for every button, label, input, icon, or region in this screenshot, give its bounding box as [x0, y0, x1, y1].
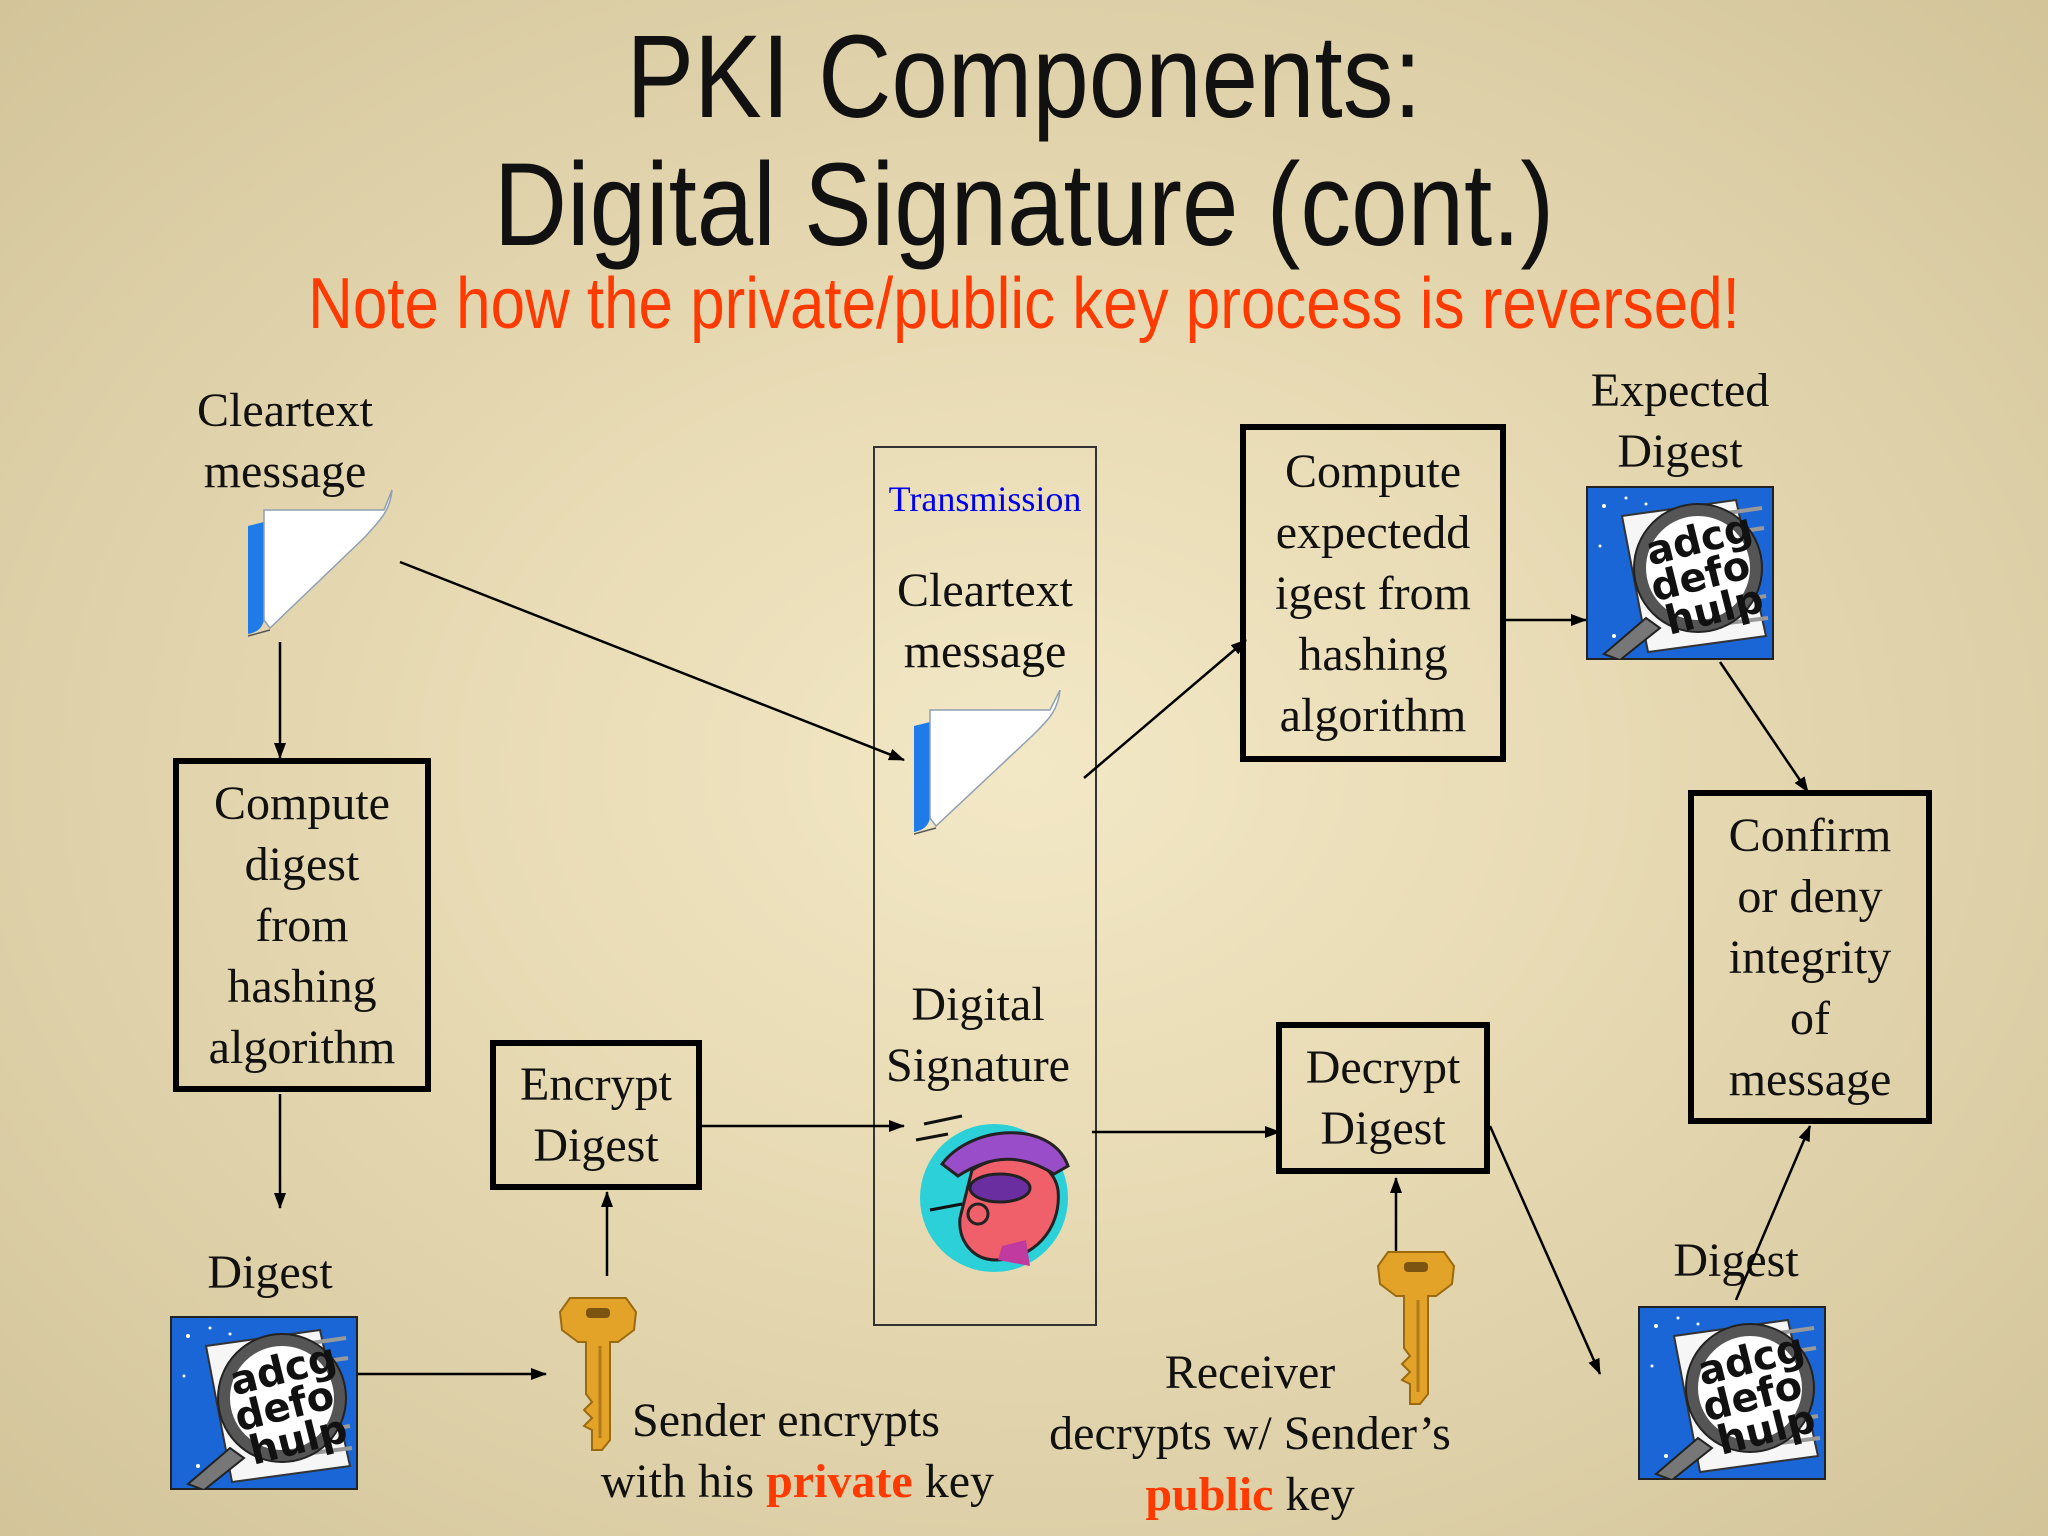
compute-expected-line: Compute [1285, 444, 1461, 498]
sender-digest-label: Digest [207, 1246, 333, 1299]
compute-digest-line: hashing [227, 959, 377, 1013]
confirm-integrity-line: Confirm [1728, 808, 1892, 862]
key-icon [1376, 1251, 1456, 1405]
confirm-integrity-line: or deny [1737, 869, 1883, 923]
decrypt-digest-line: Digest [1320, 1102, 1446, 1155]
digital-signature-line2: Signature [886, 1039, 1070, 1092]
key-icon [558, 1297, 638, 1451]
confirm-integrity-line: of [1790, 991, 1830, 1045]
slide-subtitle: Note how the private/public key process … [308, 264, 1740, 344]
receiver-key-caption: Receiver decrypts w/ Sender’s public key [1000, 1342, 1500, 1525]
transmission-cleartext-line1: Cleartext [897, 564, 1073, 617]
sender-key-caption-text: with his [600, 1455, 755, 1508]
document-icon [914, 690, 1061, 835]
confirm-integrity-line: integrity [1728, 930, 1892, 984]
digital-signature-line1: Digital [911, 978, 1045, 1031]
arrow-digest-to-confirm [1734, 1125, 1812, 1301]
compute-digest-line: from [255, 898, 349, 952]
arrow-transmission-to-compute-expected [1083, 639, 1247, 779]
expected-digest-line2: Digest [1617, 425, 1743, 478]
compute-digest-box: Compute digest from hashing algorithm [173, 758, 431, 1092]
sender-cleartext-line1: Cleartext [197, 384, 373, 437]
arrow-decrypt-to-digest [1488, 1125, 1602, 1375]
receiver-key-caption-line1: Receiver [1164, 1346, 1336, 1399]
compute-expected-line: hashing [1298, 627, 1448, 681]
compute-expected-digest-box: Compute expectedd igest from hashing alg… [1240, 424, 1506, 762]
document-icon [247, 489, 393, 637]
sender-key-caption-line1: Sender encrypts [632, 1394, 940, 1447]
receiver-digest-label: Digest [1673, 1234, 1799, 1287]
expected-digest-label: Expected Digest [1560, 360, 1800, 482]
expected-digest-line1: Expected [1590, 364, 1770, 417]
public-key-highlight: public [1145, 1468, 1274, 1521]
receiver-key-caption-text: key [1285, 1468, 1355, 1521]
sender-cleartext-label: Cleartext message [170, 380, 400, 502]
sender-key-caption-line2: with his private key [530, 1451, 1000, 1512]
decrypt-digest-line: Decrypt [1305, 1041, 1461, 1094]
slide-title-line1: PKI Components: [626, 11, 1422, 143]
sender-cleartext-line2: message [203, 445, 367, 498]
receiver-key-caption-line3: public key [1000, 1464, 1500, 1525]
compute-digest-line: Compute [213, 776, 390, 830]
digital-signature-label: Digital Signature [858, 974, 1098, 1096]
encrypt-digest-line: Digest [533, 1119, 659, 1172]
transmission-cleartext-line2: message [903, 625, 1067, 678]
transmission-cleartext-label: Cleartext message [873, 560, 1097, 682]
encrypt-digest-line: Encrypt [520, 1058, 672, 1111]
private-key-highlight: private [766, 1455, 913, 1508]
confirm-integrity-line: message [1728, 1052, 1892, 1106]
transmission-column [873, 446, 1097, 1326]
decrypt-digest-box: Decrypt Digest [1276, 1022, 1490, 1174]
slide-title-line2: Digital Signature (cont.) [493, 139, 1555, 271]
confirm-integrity-box: Confirm or deny integrity of message [1688, 790, 1932, 1124]
arrow-expected-digest-to-confirm [1718, 661, 1810, 793]
receiver-key-caption-line2: decrypts w/ Sender’s [1049, 1407, 1451, 1460]
spy-signature-icon [915, 1114, 1070, 1272]
arrow-cleartext-to-transmission [399, 560, 905, 762]
transmission-label: Transmission [888, 479, 1082, 519]
sender-key-caption-text: key [924, 1455, 994, 1508]
compute-digest-line: digest [244, 837, 360, 891]
encrypt-digest-box: Encrypt Digest [490, 1040, 702, 1190]
compute-expected-line: algorithm [1279, 688, 1467, 742]
compute-digest-line: algorithm [208, 1020, 396, 1074]
compute-expected-line: igest from [1275, 566, 1471, 620]
compute-expected-line: expectedd [1275, 505, 1471, 559]
